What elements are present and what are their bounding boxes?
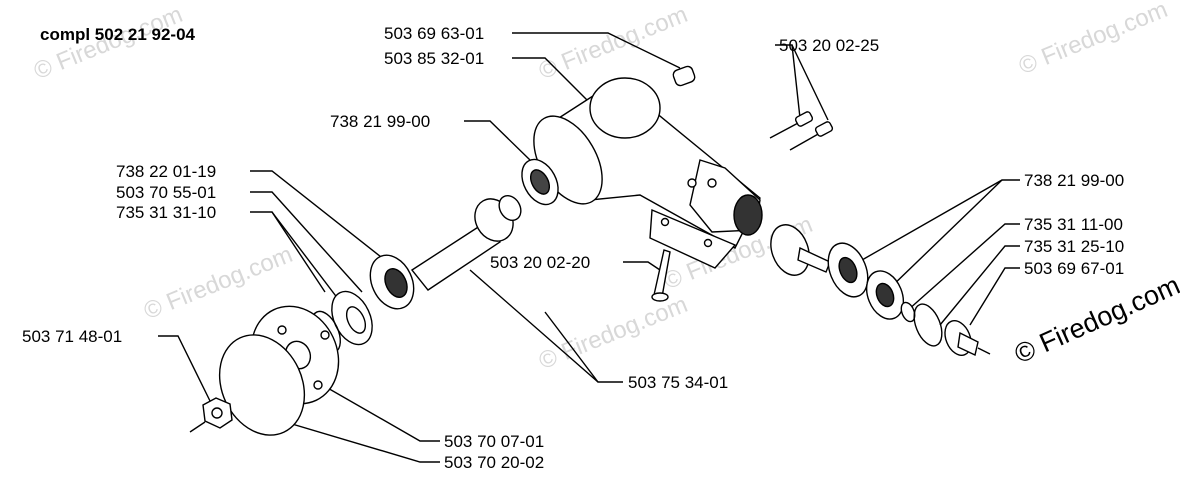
- leader-line: [250, 211, 326, 293]
- leader-line: [469, 269, 623, 383]
- part-number-label: 738 22 01-19: [116, 162, 217, 181]
- spacer-503-70-55-01: [331, 290, 373, 346]
- leader-line: [158, 335, 213, 406]
- part-number-label: 738 21 99-00: [330, 112, 431, 131]
- part-number-label: 503 71 48-01: [22, 327, 123, 346]
- bearing-738-21-99-00: [521, 158, 559, 206]
- part-number-label: 503 69 67-01: [1024, 259, 1125, 278]
- circlip-735-31-25-10: [913, 303, 943, 347]
- bevel-gear-output: [770, 224, 831, 276]
- part-number-label: 503 20 02-25: [779, 36, 880, 55]
- bolt-503-20-02-20: [651, 249, 671, 302]
- part-number-label: 503 70 55-01: [116, 183, 217, 202]
- leader-line: [847, 179, 1020, 269]
- part-number-label: 735 31 25-10: [1024, 237, 1125, 256]
- base-hole: [660, 217, 670, 227]
- leader-line: [544, 311, 599, 383]
- part-number-label: 503 70 07-01: [444, 432, 545, 451]
- clamp-bore: [733, 194, 763, 236]
- leader-line: [775, 44, 801, 119]
- bearing-738-22-01-19: [369, 254, 415, 310]
- nut-503-71-48-01: [189, 397, 233, 433]
- bearing-738-21-99-00: [827, 242, 869, 298]
- leader-line: [512, 57, 606, 119]
- leader-line: [791, 44, 829, 121]
- part-number-label: 738 21 99-00: [1024, 171, 1125, 190]
- part-number-label: 735 31 11-00: [1024, 215, 1123, 234]
- leader-line: [969, 267, 1020, 326]
- bearing-735-31-11-00: [865, 270, 905, 320]
- gear-housing-cap: [589, 77, 661, 139]
- leader-line: [304, 374, 440, 442]
- leader-line: [271, 211, 349, 313]
- mounting-base: [649, 208, 737, 269]
- assembly-title: compl 502 21 92-04: [40, 25, 195, 44]
- part-number-label: 503 20 02-20: [490, 253, 591, 272]
- leader-line: [623, 261, 661, 271]
- leader-line: [939, 245, 1020, 326]
- part-number-label: 503 69 63-01: [384, 24, 485, 43]
- part-number-label: 735 31 31-10: [116, 203, 217, 222]
- leader-line: [907, 223, 1020, 311]
- screw-503-20-02-25: [769, 111, 814, 139]
- screw-503-20-02-25: [789, 121, 834, 151]
- base-hole: [703, 238, 713, 248]
- part-number-label: 503 85 32-01: [384, 49, 485, 68]
- plug-screw: [672, 65, 696, 87]
- part-number-label: 503 70 20-02: [444, 453, 545, 472]
- washer: [900, 301, 916, 323]
- leader-line: [464, 120, 531, 161]
- clamp-hole: [707, 178, 717, 188]
- leader-line: [887, 179, 1003, 291]
- leader-line: [250, 170, 396, 269]
- bushing-503-69-67-01: [944, 320, 991, 357]
- part-number-label: 503 75 34-01: [628, 373, 729, 392]
- pinion-shaft-503-75-34-01: [410, 194, 522, 291]
- leader-line: [250, 191, 363, 293]
- clamp-hole: [687, 178, 697, 188]
- leader-line: [244, 409, 440, 463]
- leader-line: [512, 32, 681, 69]
